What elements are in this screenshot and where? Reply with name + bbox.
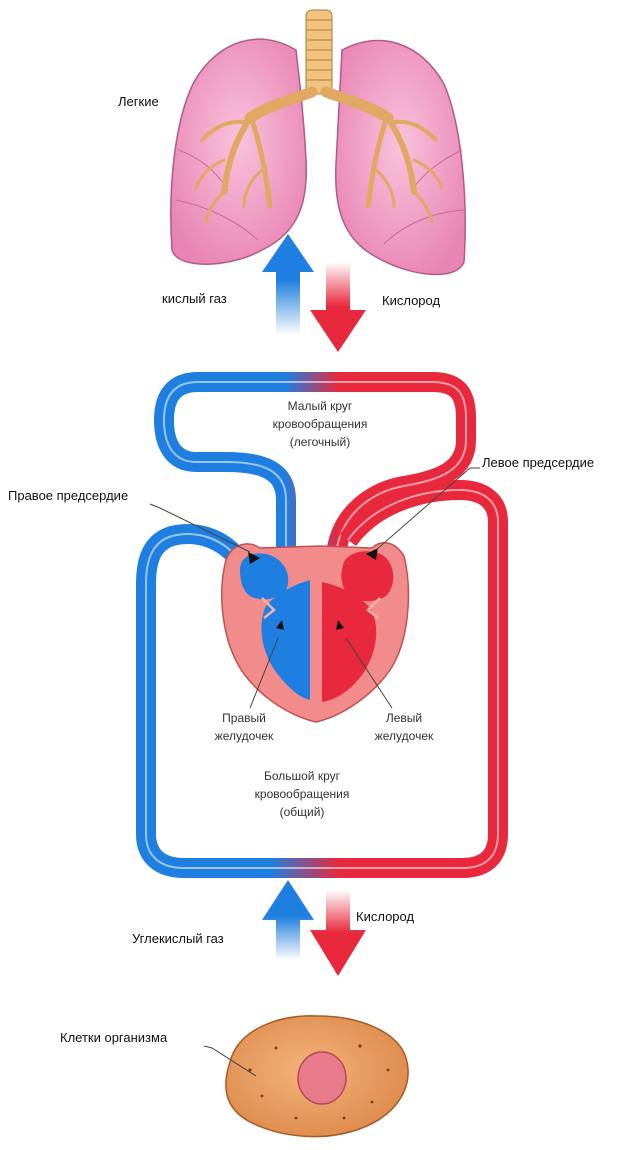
right-atrium-label: Правое предсердие bbox=[8, 488, 128, 503]
heart bbox=[222, 543, 409, 722]
right-ventricle-label-line1: Правый bbox=[222, 711, 266, 725]
co2-label-bottom: Углекислый газ bbox=[132, 931, 224, 946]
lungs-label: Легкие bbox=[118, 94, 159, 109]
co2-label-top: кислый газ bbox=[162, 291, 227, 306]
big-circle-label-line2: кровообращения bbox=[255, 787, 350, 801]
lungs bbox=[171, 10, 465, 274]
trachea bbox=[306, 10, 332, 94]
co2-arrow-bottom bbox=[262, 880, 314, 960]
big-circle-label-line3: (общий) bbox=[280, 805, 325, 819]
left-lung bbox=[171, 39, 306, 264]
oxygen-label-top: Кислород bbox=[382, 293, 440, 308]
left-ventricle-label-line2: желудочек bbox=[375, 729, 434, 743]
co2-arrow-top bbox=[262, 234, 314, 335]
right-ventricle-label-line2: желудочек bbox=[215, 729, 274, 743]
body-cell bbox=[226, 1016, 408, 1137]
oxygen-arrow-bottom bbox=[310, 890, 366, 976]
right-lung bbox=[336, 41, 465, 275]
small-circle-label-line3: (легочный) bbox=[290, 435, 350, 449]
oxygen-label-bottom: Кислород bbox=[356, 909, 414, 924]
small-circle-label-line2: кровообращения bbox=[273, 417, 368, 431]
big-circle-label-line1: Большой круг bbox=[264, 769, 341, 783]
cell-nucleus bbox=[298, 1052, 346, 1104]
body-cells-label: Клетки организма bbox=[60, 1030, 168, 1045]
small-circle-label-line1: Малый круг bbox=[288, 399, 353, 413]
left-ventricle-label-line1: Левый bbox=[386, 711, 422, 725]
oxygen-arrow-top bbox=[310, 262, 366, 352]
left-atrium-label: Левое предсердие bbox=[482, 455, 594, 470]
